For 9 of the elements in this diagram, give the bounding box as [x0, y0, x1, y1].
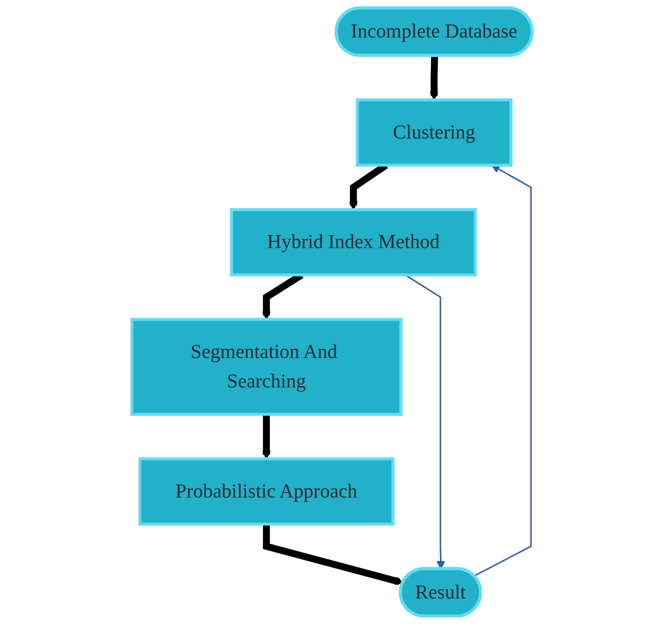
arrow [263, 524, 404, 586]
arrow [430, 56, 439, 100]
node-box: Segmentation And Searching [130, 318, 403, 416]
arrow [262, 414, 272, 460]
arrow [474, 164, 532, 577]
node-box: Probabilistic Approach [138, 457, 395, 526]
node-box: Clustering [356, 98, 513, 167]
arrow [405, 274, 446, 570]
node-box: Hybrid Index Method [230, 208, 478, 276]
